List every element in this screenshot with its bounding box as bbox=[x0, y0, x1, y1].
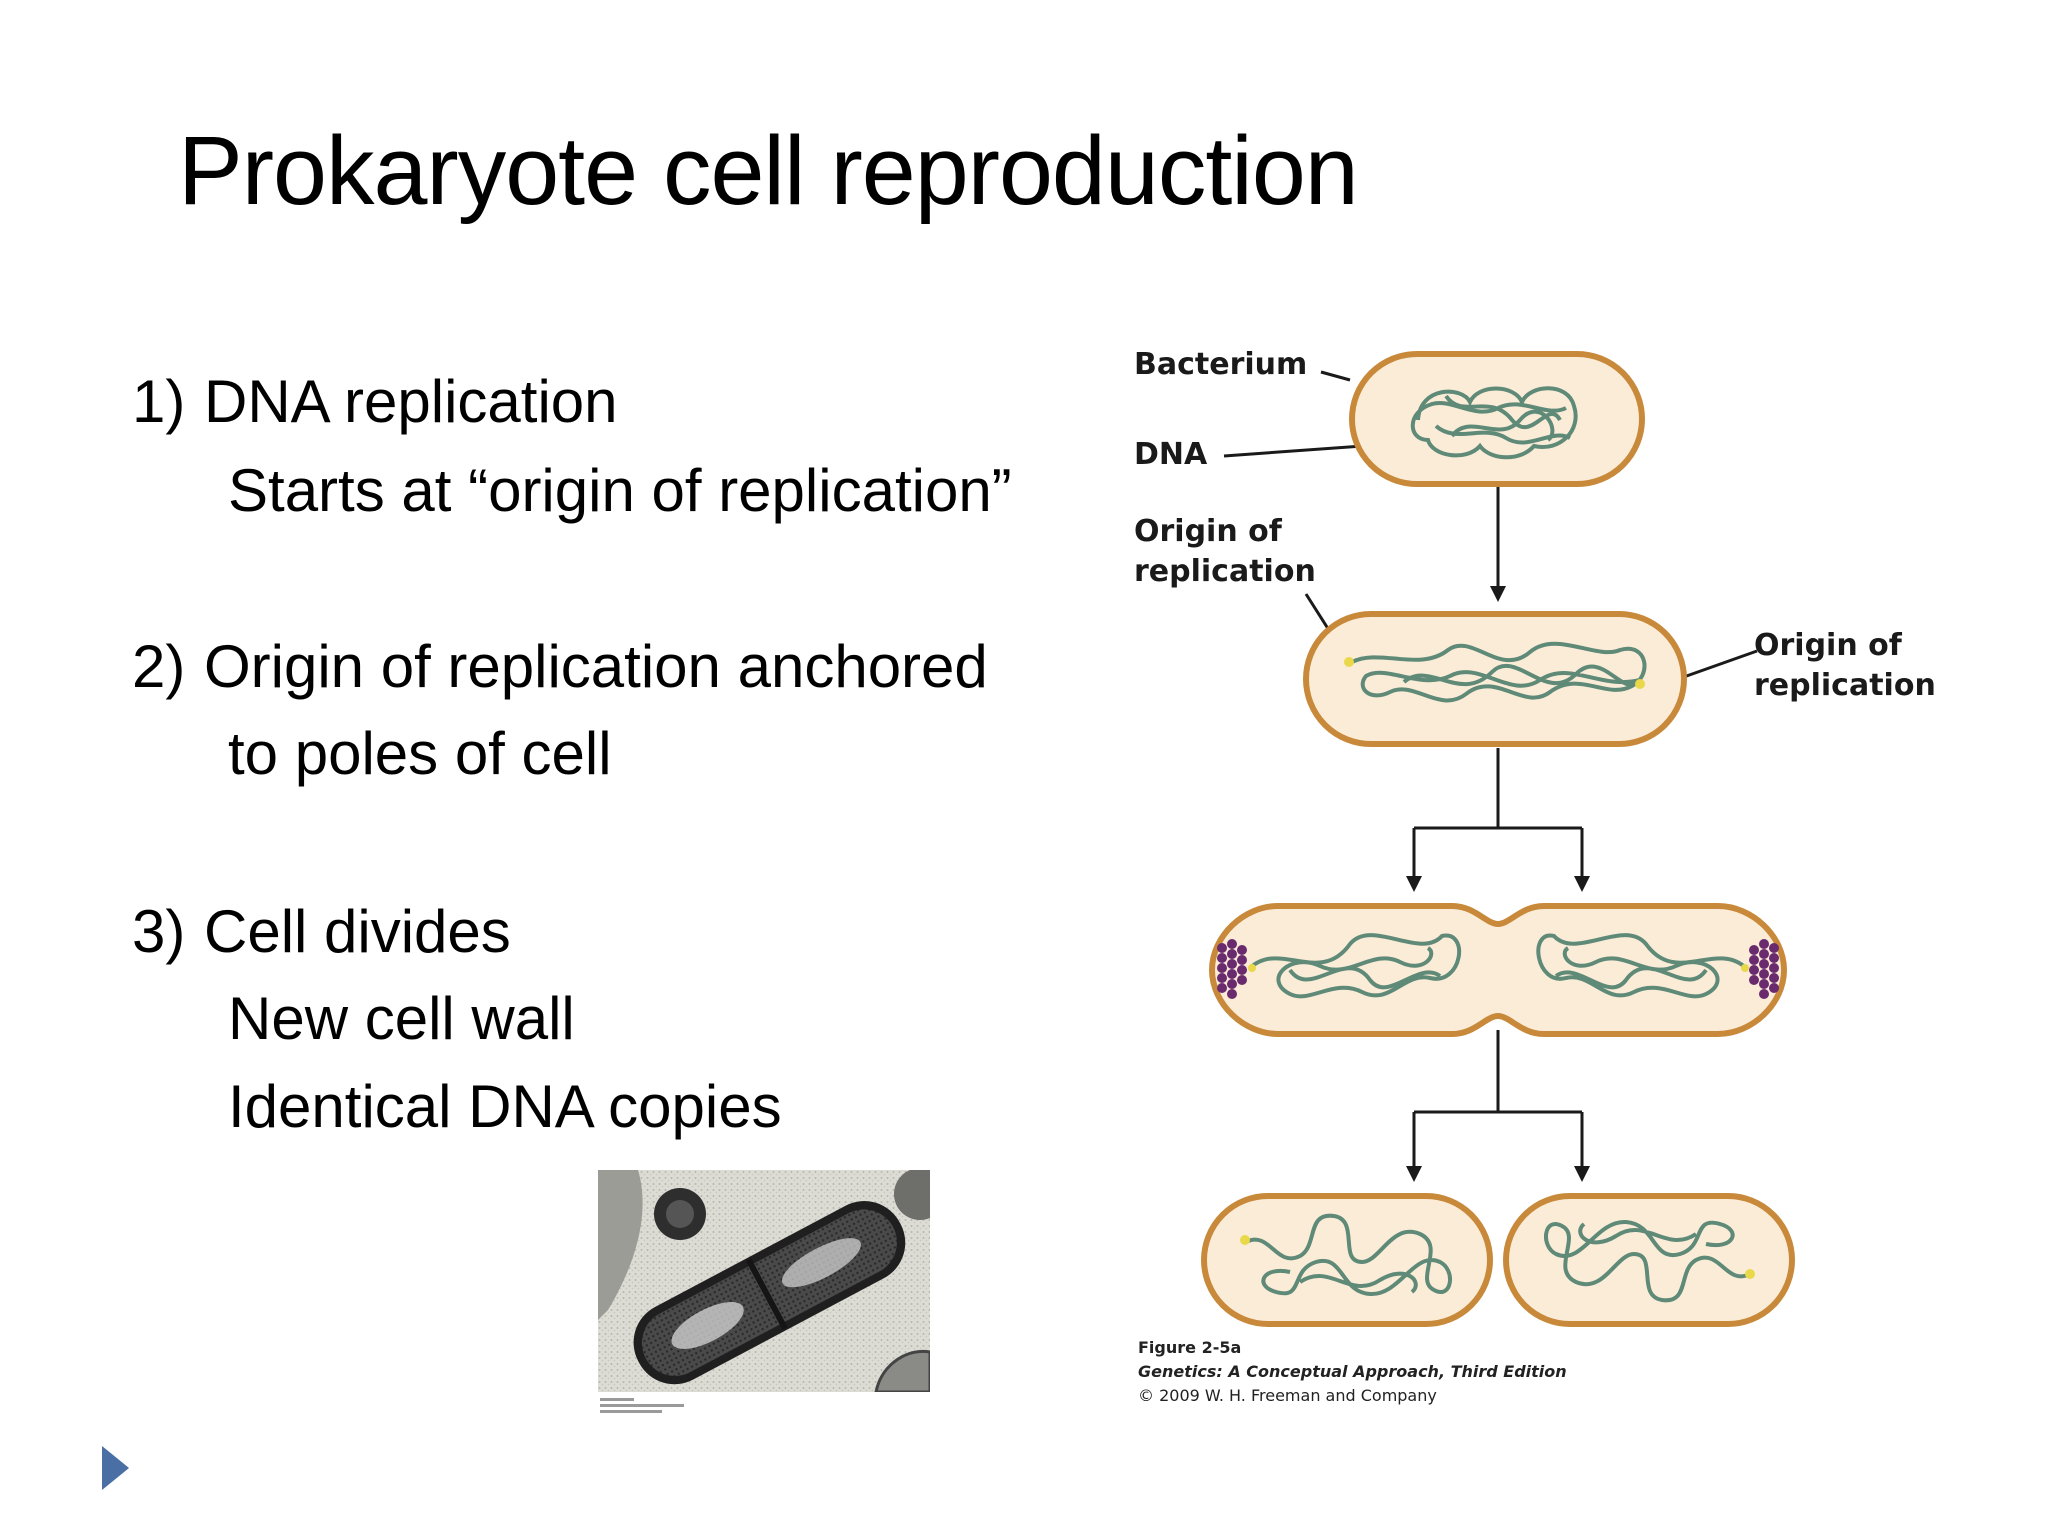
bullet-2-number: 2) bbox=[132, 633, 186, 700]
stage-4-daughter-left bbox=[1201, 1193, 1493, 1327]
slide-title: Prokaryote cell reproduction bbox=[178, 116, 1359, 225]
split-arrow-2-lines bbox=[1412, 1030, 1584, 1168]
bullet-1: 1)DNA replication bbox=[132, 372, 618, 432]
bullet-2-text: Origin of replication anchored bbox=[204, 633, 988, 700]
stage-2-cell bbox=[1303, 611, 1687, 747]
bullet-1-number: 1) bbox=[132, 368, 186, 435]
label-origin-right-1: Origin of bbox=[1754, 628, 1902, 663]
bullet-3-text: Cell divides bbox=[204, 898, 511, 965]
label-origin-right-2: replication bbox=[1754, 668, 1936, 703]
stage-1-cell bbox=[1349, 351, 1645, 487]
cell-division-diagram bbox=[1201, 351, 1795, 1327]
bullet-1-sub-1: Starts at “origin of replication” bbox=[228, 457, 1012, 524]
figure-number: Figure 2-5a bbox=[1138, 1338, 1242, 1357]
bullet-3-sub-2: Identical DNA copies bbox=[228, 1073, 782, 1140]
membrane-protein-cluster-right bbox=[1749, 939, 1779, 999]
electron-micrograph bbox=[598, 1170, 930, 1392]
arrow-5-head bbox=[1574, 1166, 1590, 1182]
stage-3-cell bbox=[1208, 903, 1788, 1037]
membrane-protein-cluster-left bbox=[1217, 939, 1247, 999]
origin-dot-right bbox=[1635, 679, 1645, 689]
figure-book-title: Genetics: A Conceptual Approach, Third E… bbox=[1138, 1362, 1567, 1381]
label-origin-left-1: Origin of bbox=[1134, 514, 1282, 549]
figure-copyright: © 2009 W. H. Freeman and Company bbox=[1138, 1386, 1437, 1405]
label-dna: DNA bbox=[1134, 437, 1208, 472]
arrow-1-head bbox=[1490, 586, 1506, 602]
split-arrow-1-lines bbox=[1412, 748, 1584, 878]
bullet-1-text: DNA replication bbox=[204, 368, 618, 435]
arrow-3-head bbox=[1574, 876, 1590, 892]
arrow-2-head bbox=[1406, 876, 1422, 892]
figure-credit: Figure 2-5a Genetics: A Conceptual Appro… bbox=[1138, 1336, 1567, 1408]
cell-division-figure bbox=[1120, 340, 1960, 1380]
bullet-2: 2)Origin of replication anchored bbox=[132, 637, 988, 697]
stage-4-daughter-right bbox=[1503, 1193, 1795, 1327]
label-bacterium: Bacterium bbox=[1134, 347, 1308, 382]
micrograph-caption bbox=[600, 1395, 690, 1413]
label-origin-left-2: replication bbox=[1134, 554, 1316, 589]
bullet-3-number: 3) bbox=[132, 898, 186, 965]
bullet-2-sub-1: to poles of cell bbox=[228, 720, 612, 787]
triangle-right-icon[interactable] bbox=[102, 1446, 129, 1490]
bullet-3: 3)Cell divides bbox=[132, 902, 511, 962]
arrow-4-head bbox=[1406, 1166, 1422, 1182]
bacterium-leader-line bbox=[1320, 370, 1351, 382]
origin-dot-left bbox=[1344, 657, 1354, 667]
bullet-3-sub-1: New cell wall bbox=[228, 985, 575, 1052]
